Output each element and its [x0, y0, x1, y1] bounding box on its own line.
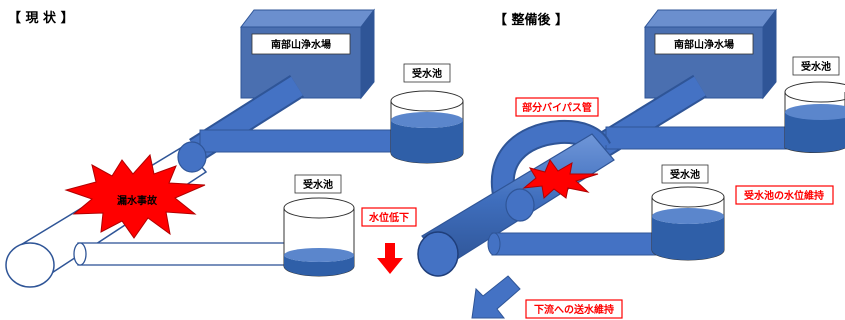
right-treatment-plant: 南部山浄水場: [643, 8, 778, 100]
right-tank-mid: 受水池: [651, 164, 725, 261]
left-tank-upper: 受水池: [390, 63, 464, 164]
right-tank-upper: 受水池: [784, 56, 845, 153]
right-heading: 【 整備後 】: [494, 12, 568, 28]
leak-burst-icon: 漏水事故: [64, 153, 206, 239]
water-level-drop-label: 水位低下: [368, 211, 409, 224]
left-tank-lower-label: 受水池: [303, 178, 333, 191]
right-branch-pipe-upper: [605, 126, 797, 150]
right-leak-burst-icon: [522, 158, 599, 199]
left-plant-label: 南部山浄水場: [271, 38, 331, 51]
downstream-arrow-icon: [471, 275, 521, 319]
level-maintained-callout: 受水池の水位維持: [735, 185, 834, 205]
downstream-label: 下流への送水維持: [534, 303, 614, 316]
right-plant-label: 南部山浄水場: [674, 38, 734, 51]
left-treatment-plant: 南部山浄水場: [239, 8, 376, 100]
left-heading: 【 現 状 】: [8, 10, 74, 26]
left-branch-pipe-lower: [73, 242, 287, 266]
right-branch-pipe-lower: [487, 232, 681, 256]
water-level-drop: 水位低下: [361, 207, 417, 274]
downstream-flow: 下流への送水維持: [471, 275, 623, 319]
level-maintained-label: 受水池の水位維持: [744, 189, 824, 202]
bypass-label: 部分バイパス管: [522, 101, 592, 114]
left-panel: 【 現 状 】 南部山浄水場: [5, 8, 464, 288]
left-tank-upper-label: 受水池: [412, 67, 442, 80]
left-branch-pipe-upper: [199, 129, 401, 153]
right-panel: 【 整備後 】 南部山浄水場: [417, 8, 845, 319]
down-arrow-icon: [377, 243, 403, 274]
right-tank-mid-label: 受水池: [670, 168, 700, 181]
left-tank-lower: 受水池: [283, 174, 355, 277]
right-tank-upper-label: 受水池: [801, 60, 831, 73]
bypass-callout: 部分バイパス管: [515, 97, 599, 117]
leak-accident-label: 漏水事故: [117, 194, 158, 207]
